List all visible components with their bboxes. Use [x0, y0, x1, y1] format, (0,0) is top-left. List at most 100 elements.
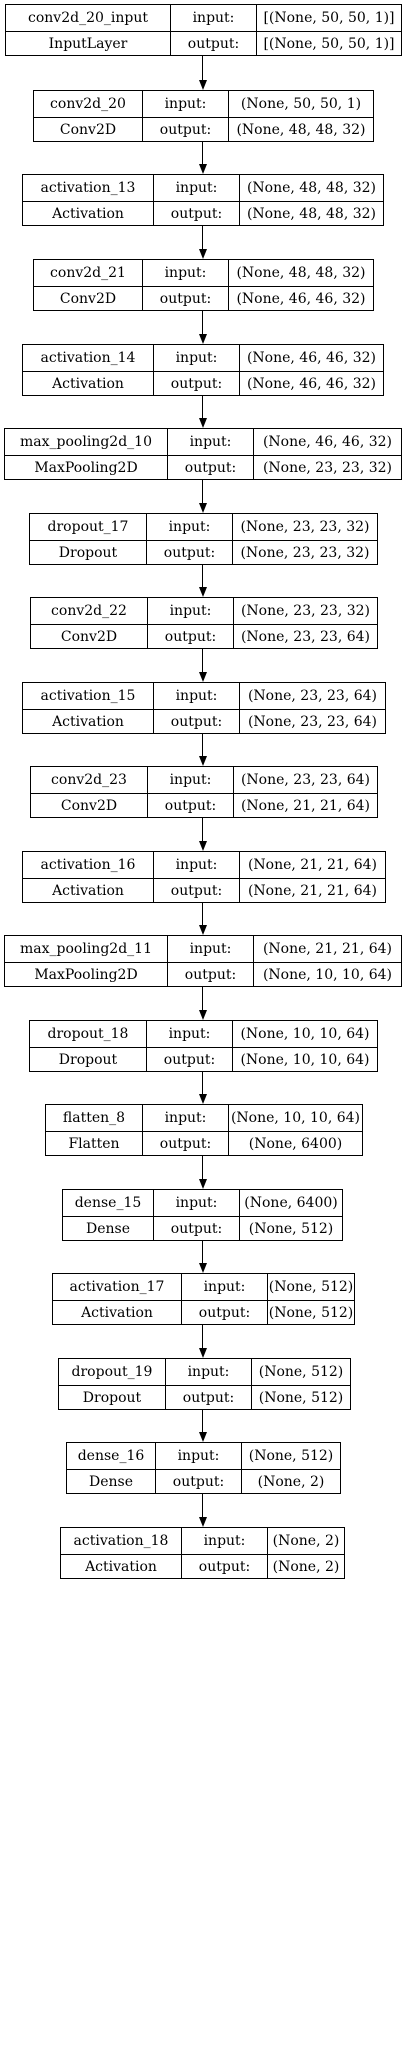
- input-label: input:: [177, 1448, 220, 1464]
- input-label: input:: [175, 350, 218, 366]
- arrowhead-icon: [198, 587, 207, 597]
- arrowhead-icon: [198, 672, 207, 682]
- row-divider: [30, 1047, 377, 1048]
- column-divider: [146, 1021, 147, 1071]
- output-shape: (None, 512): [258, 1389, 344, 1406]
- input-label: input:: [175, 1195, 218, 1211]
- layer-type: Activation: [52, 882, 124, 899]
- column-divider: [232, 1021, 233, 1071]
- arrowhead-icon: [198, 841, 207, 851]
- output-shape: (None, 23, 23, 32): [240, 544, 370, 561]
- output-label: output:: [198, 1304, 251, 1321]
- input-shape: (None, 23, 23, 32): [240, 603, 371, 619]
- arrowhead-icon: [198, 249, 207, 259]
- row-divider: [23, 371, 383, 372]
- output-label: output:: [163, 1051, 216, 1068]
- column-divider: [155, 1443, 156, 1493]
- layer-type: Dense: [86, 1220, 130, 1237]
- layer-type: Conv2D: [60, 797, 118, 814]
- output-label: output:: [163, 544, 216, 561]
- layer-name: activation_15: [40, 688, 136, 704]
- layer-type: Activation: [81, 1304, 153, 1321]
- row-divider: [31, 624, 377, 625]
- column-divider: [142, 260, 143, 310]
- output-shape: (None, 512): [268, 1304, 354, 1321]
- output-shape: (None, 23, 23, 64): [247, 713, 378, 730]
- output-shape: (None, 512): [248, 1220, 334, 1237]
- output-label: output:: [172, 1473, 225, 1490]
- column-divider: [232, 514, 233, 564]
- layer-name: max_pooling2d_11: [20, 941, 152, 957]
- column-divider: [228, 1105, 229, 1155]
- layer-name: conv2d_20: [50, 96, 126, 112]
- arrowhead-icon: [198, 164, 207, 174]
- connection-edge: [202, 1410, 203, 1433]
- column-divider: [147, 598, 148, 648]
- output-shape: (None, 21, 21, 64): [247, 882, 378, 899]
- column-divider: [167, 936, 168, 986]
- output-shape: (None, 48, 48, 32): [236, 121, 366, 138]
- output-label: output:: [159, 121, 212, 138]
- connection-edge: [202, 987, 203, 1011]
- arrowhead-icon: [198, 503, 207, 513]
- input-shape: (None, 23, 23, 64): [240, 772, 371, 788]
- input-label: input:: [168, 519, 211, 535]
- layer-type: Conv2D: [59, 121, 117, 138]
- layer-name: max_pooling2d_10: [20, 434, 152, 450]
- column-divider: [146, 514, 147, 564]
- column-divider: [267, 1274, 268, 1324]
- input-shape: (None, 48, 48, 32): [246, 180, 377, 196]
- connection-edge: [202, 1072, 203, 1095]
- layer-name: dense_16: [77, 1448, 145, 1464]
- layer-name: activation_18: [73, 1533, 169, 1549]
- layer-name: dropout_17: [47, 519, 129, 535]
- input-label: input:: [175, 688, 218, 704]
- column-divider: [256, 5, 257, 55]
- output-shape: (None, 46, 46, 32): [236, 290, 366, 307]
- row-divider: [59, 1385, 350, 1386]
- output-label: output:: [170, 713, 223, 730]
- output-shape: (None, 46, 46, 32): [246, 375, 377, 392]
- row-divider: [30, 540, 377, 541]
- output-label: output:: [159, 1135, 212, 1152]
- column-divider: [181, 1274, 182, 1324]
- input-label: input:: [187, 1364, 230, 1380]
- layer-name: activation_17: [69, 1279, 165, 1295]
- row-divider: [31, 793, 377, 794]
- arrowhead-icon: [198, 334, 207, 344]
- row-divider: [46, 1131, 362, 1132]
- column-divider: [239, 852, 240, 902]
- column-divider: [267, 1528, 268, 1578]
- input-label: input:: [189, 941, 232, 957]
- output-shape: (None, 48, 48, 32): [246, 205, 377, 222]
- column-divider: [251, 1359, 252, 1409]
- row-divider: [23, 878, 385, 879]
- input-label: input:: [169, 772, 212, 788]
- input-shape: (None, 512): [248, 1448, 334, 1464]
- connection-edge: [202, 142, 203, 165]
- input-shape: [(None, 50, 50, 1)]: [263, 10, 395, 26]
- row-divider: [34, 286, 373, 287]
- row-divider: [5, 455, 401, 456]
- layer-type: Activation: [52, 375, 124, 392]
- column-divider: [239, 683, 240, 733]
- row-divider: [61, 1554, 344, 1555]
- column-divider: [228, 260, 229, 310]
- column-divider: [233, 767, 234, 817]
- output-shape: [(None, 50, 50, 1)]: [263, 35, 395, 52]
- layer-name: conv2d_22: [51, 603, 127, 619]
- layer-type: Activation: [52, 713, 124, 730]
- column-divider: [239, 345, 240, 395]
- column-divider: [233, 598, 234, 648]
- layer-type: Conv2D: [59, 290, 117, 307]
- output-label: output:: [170, 882, 223, 899]
- output-label: output:: [159, 290, 212, 307]
- connection-edge: [202, 565, 203, 588]
